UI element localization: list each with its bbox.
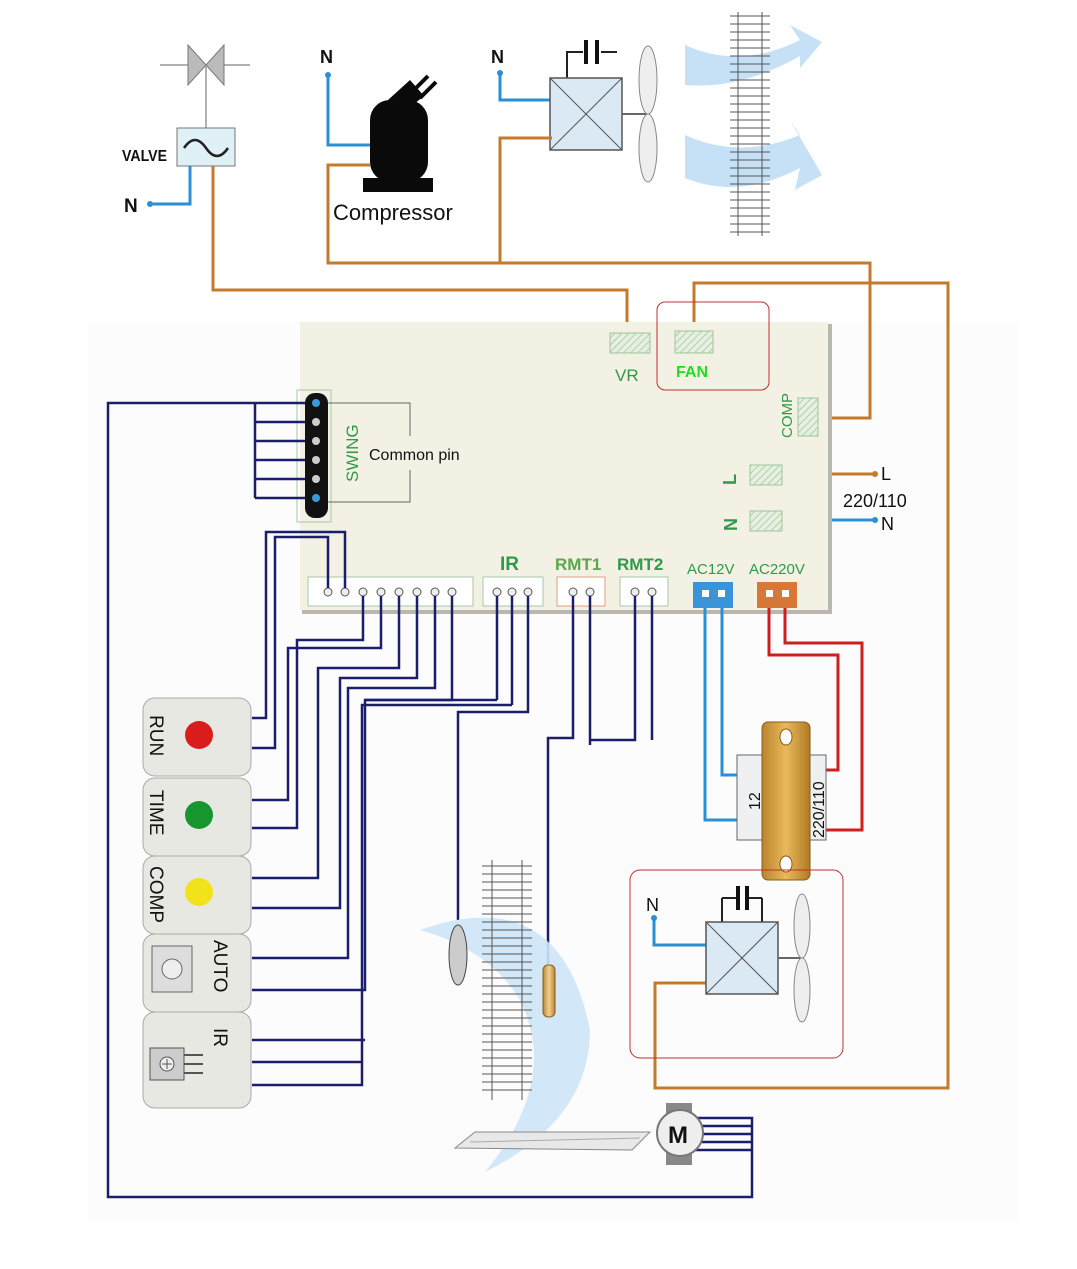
compressor-neutral-label: N <box>320 47 333 67</box>
evaporator-coil <box>482 860 532 1100</box>
ac12v-connector[interactable] <box>693 582 733 608</box>
l-terminal-label: L <box>720 474 740 485</box>
n-connector[interactable] <box>749 510 783 532</box>
run-label: RUN <box>145 715 166 756</box>
swing-motor: M <box>656 1103 704 1165</box>
outdoor-fan: N <box>491 12 822 236</box>
rmt2-label: RMT2 <box>617 555 663 574</box>
vr-label: VR <box>615 366 639 385</box>
supply-voltage-label: 220/110 <box>843 491 907 511</box>
comp-label: COMP <box>779 393 796 438</box>
indoor-fan-highlight-box <box>629 869 844 1059</box>
valve-label: VALVE <box>122 148 167 165</box>
fan-blade-icon <box>638 45 658 115</box>
transformer: 12 220/110 <box>736 721 828 881</box>
fan-connector[interactable] <box>674 330 714 354</box>
indoor-fan-neutral-label: N <box>646 895 659 915</box>
supply-neutral-label: N <box>881 514 894 534</box>
comp-led-label: COMP <box>145 866 166 923</box>
ac220v-connector[interactable] <box>757 582 797 608</box>
supply-line-label: L <box>881 464 891 484</box>
fan-blade-icon <box>793 893 811 959</box>
room-sensor-icon <box>448 924 468 986</box>
auto-label: AUTO <box>209 940 230 992</box>
panel-connector[interactable] <box>307 576 474 607</box>
outdoor-fan-neutral-label: N <box>491 47 504 67</box>
n-terminal-label: N <box>721 518 741 531</box>
ir-connector-label: IR <box>500 554 519 575</box>
fan-highlight-box <box>656 301 770 391</box>
swing-connector[interactable] <box>305 393 328 518</box>
display-panel: RUN TIME COMP AUTO IR <box>142 697 252 1109</box>
pipe-sensor-icon <box>542 964 556 1018</box>
condenser-coil <box>730 12 770 236</box>
rmt1-connector[interactable] <box>556 576 606 607</box>
swing-label: SWING <box>343 424 362 482</box>
time-label: TIME <box>145 790 166 835</box>
time-led <box>185 801 213 829</box>
ac220v-label: AC220V <box>749 561 805 578</box>
run-led <box>185 721 213 749</box>
valve-neutral-label: N <box>124 196 138 217</box>
ac-sine-icon <box>182 138 230 158</box>
vr-connector[interactable] <box>609 332 651 354</box>
louver-icon <box>453 1131 652 1151</box>
rmt2-connector[interactable] <box>619 576 669 607</box>
valve: VALVE N <box>122 43 250 217</box>
signal-wires <box>106 401 754 1199</box>
transformer-low-label: 12 <box>747 792 764 810</box>
ir-receiver-label: IR <box>209 1028 230 1047</box>
motor-label: M <box>668 1122 688 1149</box>
comp-led <box>185 878 213 906</box>
common-pin-label: Common pin <box>369 447 460 464</box>
control-board: VR FAN COMP L N SWING Common pin <box>296 301 832 614</box>
ac12v-label: AC12V <box>687 561 735 578</box>
compressor: N Compressor <box>320 47 453 225</box>
comp-connector[interactable] <box>797 397 819 437</box>
l-connector[interactable] <box>749 464 783 486</box>
swing-pins <box>312 399 320 502</box>
fan-label: FAN <box>676 364 708 381</box>
rmt1-label: RMT1 <box>555 555 601 574</box>
line-wires <box>211 136 950 1090</box>
compressor-label: Compressor <box>333 200 453 225</box>
indoor-fan: N <box>629 869 844 1059</box>
transformer-wires <box>703 608 864 832</box>
transformer-high-label: 220/110 <box>811 781 828 838</box>
